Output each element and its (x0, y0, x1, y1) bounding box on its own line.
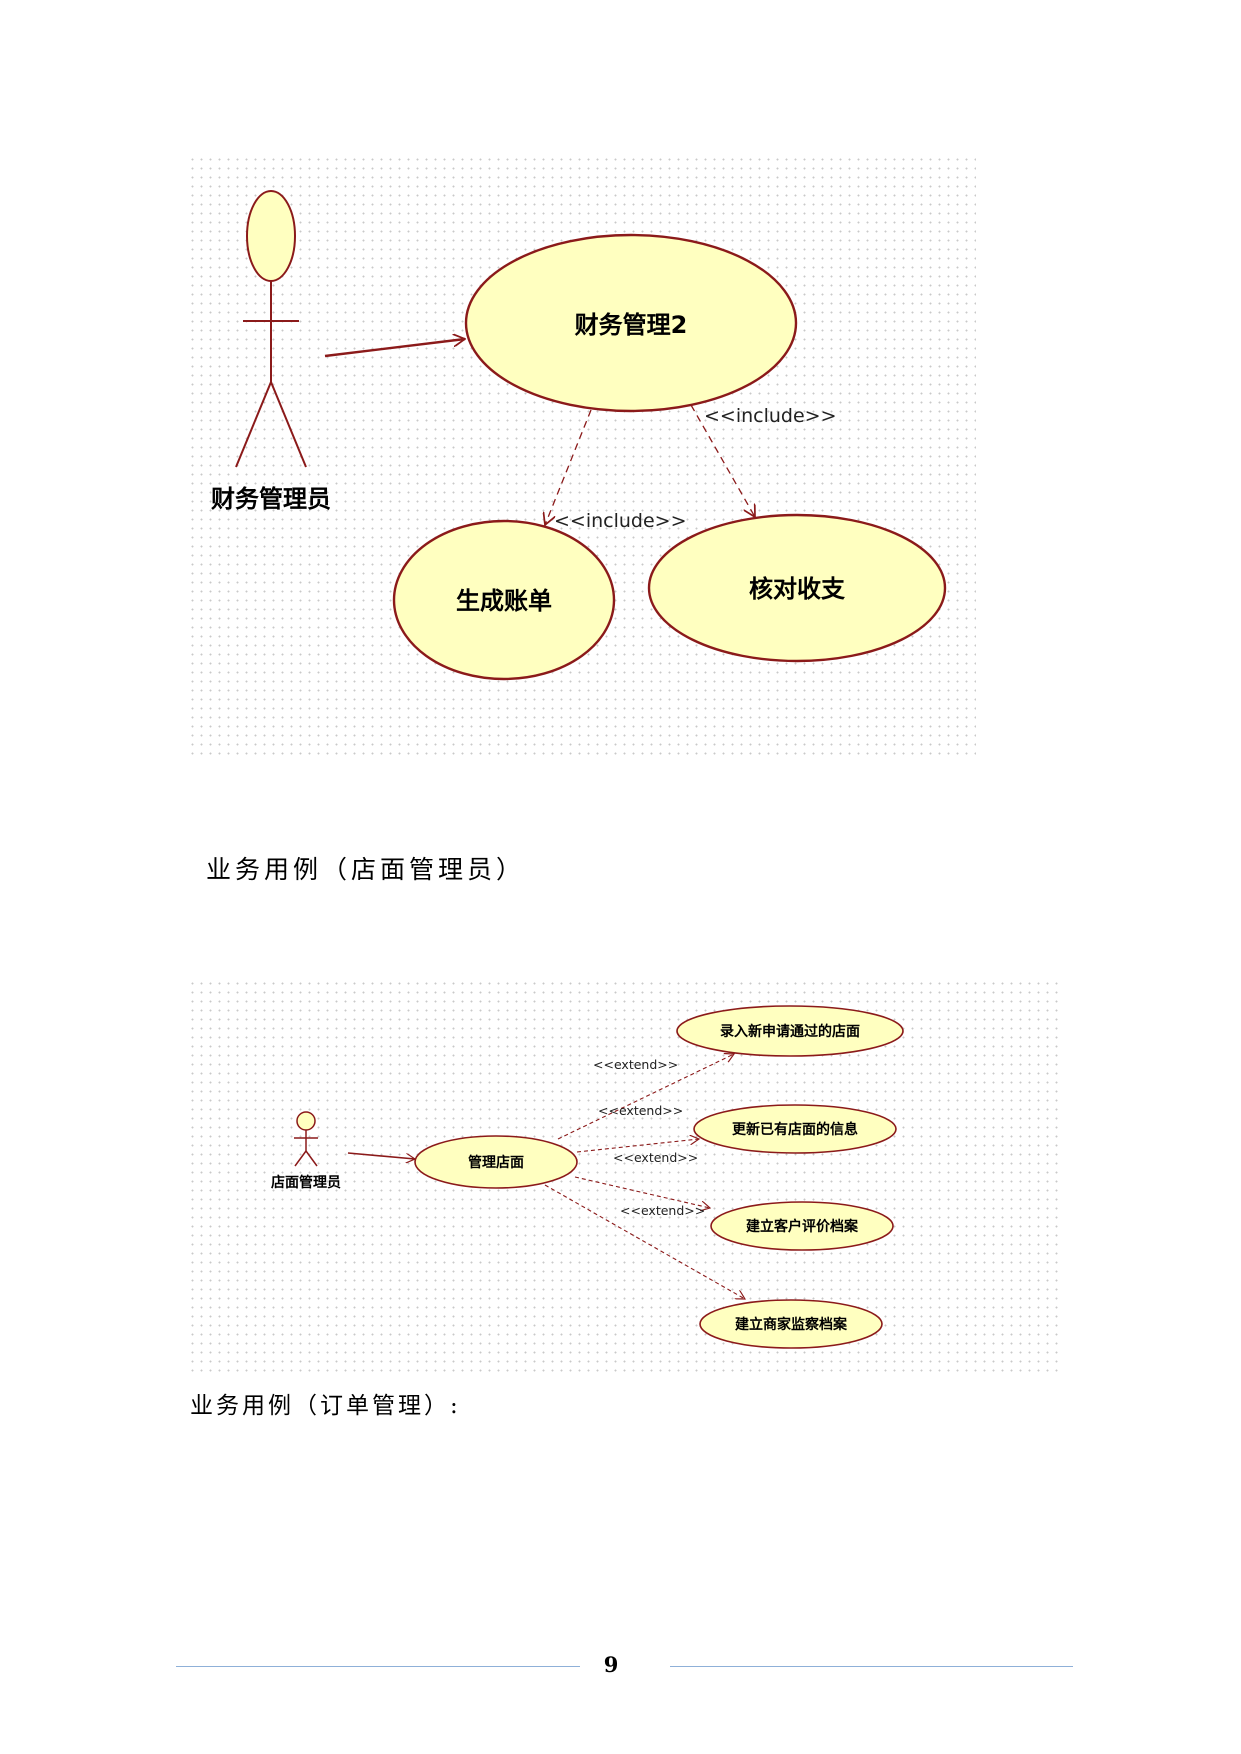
actor-head (246, 190, 296, 282)
extend-label-3: <<extend>> (613, 1150, 698, 1165)
actor-leg-left (294, 1150, 307, 1167)
section-heading-order-management: 业务用例（订单管理）: (190, 1393, 461, 1419)
use-case-register-store (676, 1005, 904, 1057)
extend-arrow-1 (557, 1054, 734, 1140)
use-case-diagram-finance-canvas: 财务管理员 财务管理2 <<include>> <<include>> 生成账单… (211, 190, 947, 681)
use-case-merchant-audit (699, 1299, 883, 1349)
footer-rule-right (670, 1666, 1073, 1667)
use-case-register-store-label: 录入新申请通过的店面 (720, 1023, 860, 1040)
actor-figure (235, 190, 307, 468)
actor-leg-right (270, 381, 307, 468)
actor-head (296, 1111, 316, 1131)
use-case-diagram-store-canvas: 店面管理员 管理店面 <<extend>> <<extend>> <<exten… (271, 1005, 904, 1349)
include-arrow-1 (545, 409, 592, 525)
actor-leg-left (235, 381, 272, 468)
use-case-merchant-audit-label: 建立商家监察档案 (735, 1316, 848, 1333)
use-case-diagram-store: 店面管理员 管理店面 <<extend>> <<extend>> <<exten… (188, 979, 1061, 1376)
extend-label-2: <<extend>> (598, 1103, 683, 1118)
extend-arrow-3 (574, 1176, 710, 1208)
use-case-reconcile-label: 核对收支 (749, 575, 846, 603)
include-label-1: <<include>> (554, 510, 687, 532)
use-case-customer-reviews (710, 1201, 894, 1251)
association-arrow (324, 339, 465, 358)
use-case-customer-reviews-label: 建立客户评价档案 (746, 1218, 859, 1235)
main-use-case-label: 管理店面 (468, 1154, 524, 1171)
use-case-generate-bill (392, 519, 616, 681)
association-arrow (347, 1152, 415, 1159)
use-case-generate-bill-label: 生成账单 (456, 587, 552, 615)
actor-leg-right (305, 1150, 318, 1167)
use-case-reconcile (647, 513, 947, 663)
actor-label: 店面管理员 (271, 1174, 341, 1191)
extend-label-1: <<extend>> (593, 1057, 678, 1072)
use-case-diagram-finance: 财务管理员 财务管理2 <<include>> <<include>> 生成账单… (188, 155, 976, 761)
actor-figure (294, 1111, 318, 1167)
use-case-update-store (693, 1104, 897, 1154)
main-use-case (464, 233, 798, 413)
main-use-case-label: 财务管理2 (575, 311, 688, 339)
actor-label: 财务管理员 (211, 485, 331, 513)
extend-arrow-4 (544, 1184, 745, 1299)
main-use-case (414, 1135, 578, 1189)
section-heading-store-admin: 业务用例（店面管理员） (206, 855, 526, 884)
include-arrow-2 (690, 404, 755, 517)
page-number: 9 (603, 1652, 619, 1677)
extend-label-4: <<extend>> (620, 1203, 705, 1218)
include-label-2: <<include>> (704, 405, 837, 427)
footer-rule-left (176, 1666, 580, 1667)
use-case-update-store-label: 更新已有店面的信息 (732, 1121, 858, 1138)
